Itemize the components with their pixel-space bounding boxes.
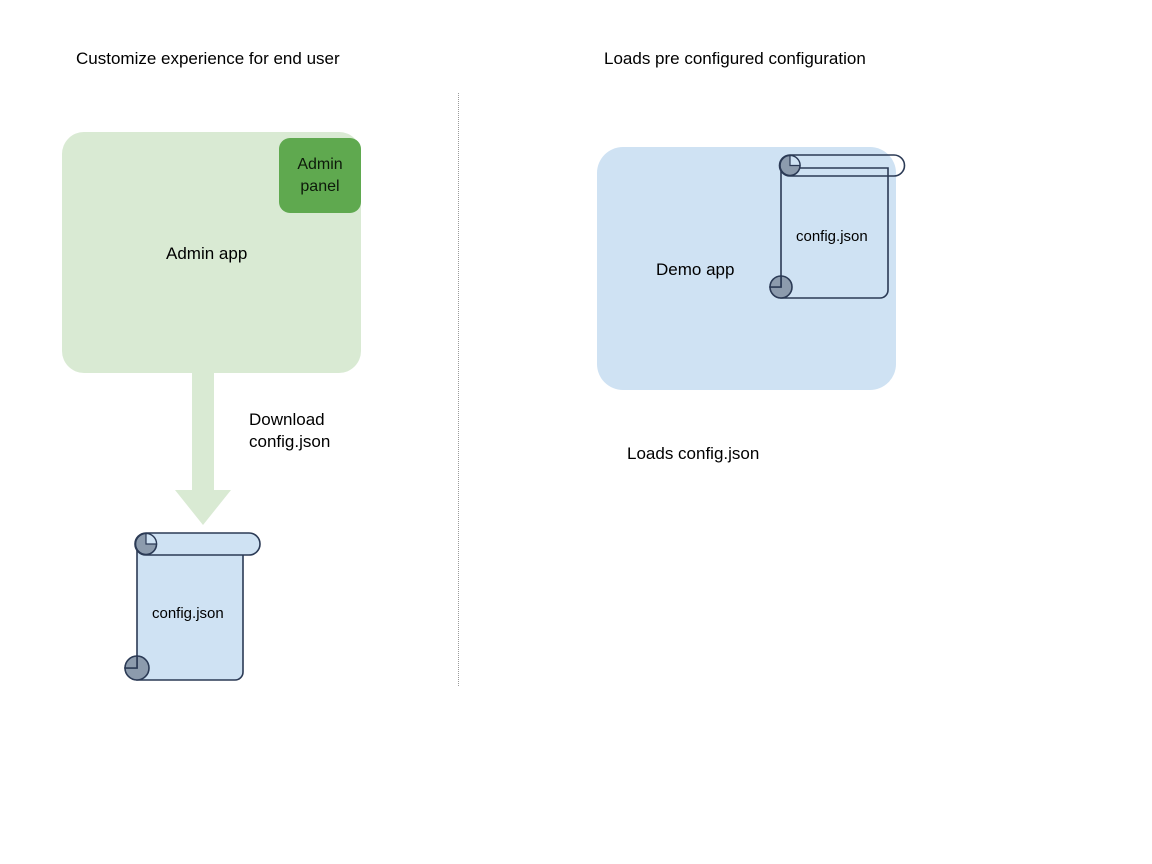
- download-arrow-label-line2: config.json: [249, 432, 331, 451]
- demo-app-box: [597, 147, 896, 390]
- download-arrow-label: Download config.json: [249, 409, 330, 453]
- admin-app-label: Admin app: [166, 244, 248, 263]
- panel-divider: [458, 93, 459, 686]
- demo-app-label: Demo app: [656, 260, 735, 279]
- config-json-document-right[interactable]: [765, 150, 915, 310]
- loads-config-caption: Loads config.json: [627, 444, 760, 463]
- admin-panel-badge-line2: panel: [300, 177, 340, 195]
- config-json-label-right: config.json: [796, 228, 868, 245]
- admin-panel-badge-text: Admin panel: [297, 154, 342, 198]
- admin-panel-badge-line1: Admin: [297, 155, 343, 173]
- config-json-label-left: config.json: [152, 605, 224, 622]
- config-json-document-left[interactable]: [118, 526, 268, 694]
- right-panel-title: Loads pre configured configuration: [604, 49, 866, 68]
- admin-panel-badge[interactable]: Admin panel: [279, 138, 361, 213]
- left-panel-title: Customize experience for end user: [76, 49, 340, 68]
- download-arrow-icon: [175, 370, 231, 525]
- download-arrow-label-line1: Download: [249, 410, 325, 429]
